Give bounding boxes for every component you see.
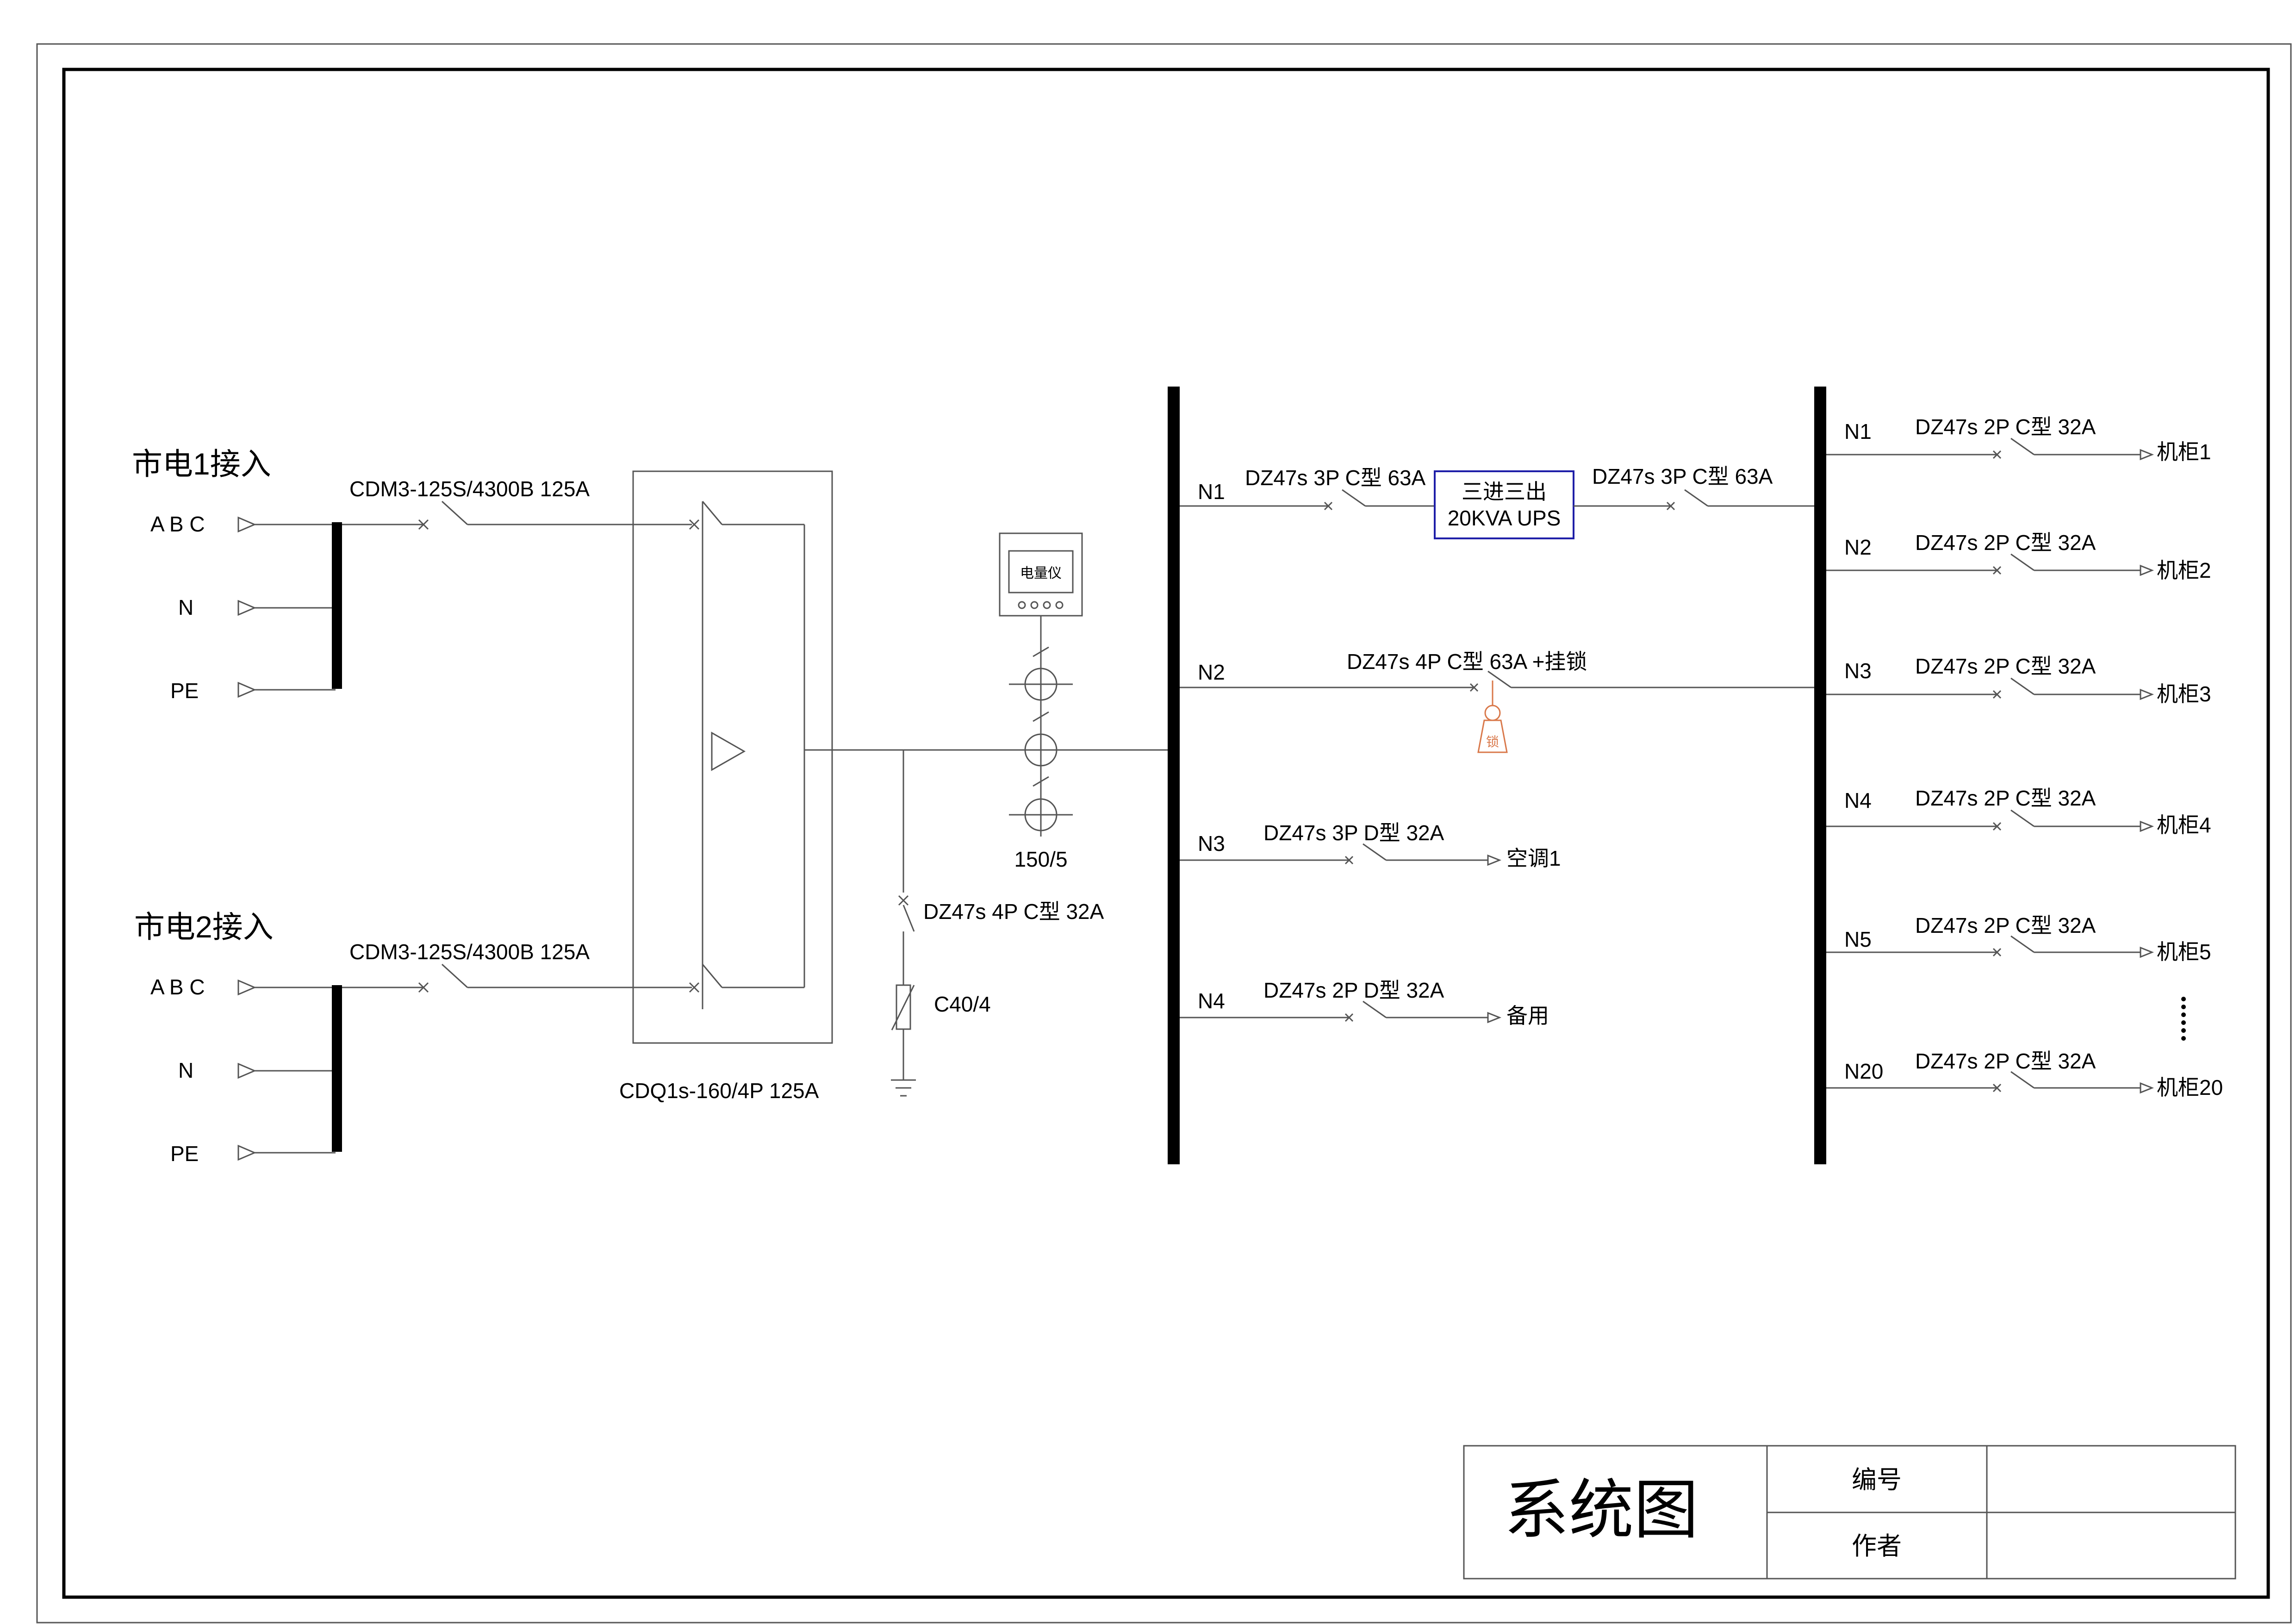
input-1-breaker-blade	[441, 500, 468, 525]
spd-breaker-label: DZ47s 4P C型 32A	[923, 899, 1104, 924]
cabinet-circuit-n1-load: 机柜1	[2157, 440, 2211, 464]
outer-frame	[36, 43, 2292, 1624]
ats-label: CDQ1s-160/4P 125A	[619, 1079, 819, 1103]
spd-branch: DZ47s 4P C型 32A C40/4	[891, 750, 1104, 1097]
input-2-title: 市电2接入	[134, 910, 274, 944]
cabinet-circuit-n2: N2 DZ47s 2P C型 32A 机柜2	[1826, 531, 2211, 582]
main-circuit-n4: N4 DZ47s 2P D型 32A 备用	[1180, 978, 1549, 1028]
cabinet-circuit-n4: N4 DZ47s 2P C型 32A 机柜4	[1826, 786, 2211, 837]
cabinet-circuit-n20-breaker: DZ47s 2P C型 32A	[1915, 1049, 2096, 1073]
cabinet-circuit-n2-id: N2	[1844, 535, 1872, 559]
ct-ratio-label: 150/5	[1014, 847, 1067, 871]
main-circuit-n3-load: 空调1	[1506, 846, 1561, 870]
cabinet-circuit-n2-load: 机柜2	[2157, 558, 2211, 582]
input-2-bus	[332, 985, 342, 1152]
padlock-label: 锁	[1486, 735, 1499, 749]
input-2-breaker-label: CDM3-125S/4300B 125A	[349, 940, 590, 964]
continuation-dots	[2181, 997, 2186, 1041]
ats-switch: CDQ1s-160/4P 125A	[619, 470, 1170, 1103]
main-circuit-n4-load: 备用	[1506, 1004, 1549, 1028]
ats-operator-triangle	[711, 731, 746, 771]
input-1-arrow-abc	[237, 516, 256, 533]
main-bus	[1168, 387, 1180, 1164]
main-circuit-n3: N3 DZ47s 3P D型 32A 空调1	[1180, 821, 1561, 870]
main-circuit-n4-id: N4	[1198, 989, 1225, 1013]
ups-out-breaker-label: DZ47s 3P C型 63A	[1592, 464, 1773, 488]
title-block: 系统图 编号 作者	[1463, 1445, 2236, 1580]
cabinet-circuit-n5: N5 DZ47s 2P C型 32A 机柜5	[1826, 913, 2211, 964]
input-1-breaker-label: CDM3-125S/4300B 125A	[349, 477, 590, 501]
cabinet-circuit-n1: N1 DZ47s 2P C型 32A 机柜1	[1826, 415, 2211, 464]
ups-unit: 三进三出 20KVA UPS DZ47s 3P C型 63A	[1434, 464, 1820, 539]
main-circuit-n3-id: N3	[1198, 831, 1225, 856]
input-1-breaker-x	[418, 519, 429, 530]
ats-frame	[632, 470, 833, 1044]
ups-line-1: 三进三出	[1462, 480, 1547, 504]
cabinet-circuit-n20-id: N20	[1844, 1059, 1883, 1083]
arrester-label: C40/4	[934, 992, 991, 1016]
ups-bus	[1814, 387, 1826, 1164]
cabinet-circuit-n5-id: N5	[1844, 927, 1872, 951]
input-2-neutral: N	[178, 1058, 193, 1082]
input-1-bus	[332, 522, 342, 689]
cabinet-circuit-n5-load: 机柜5	[2157, 940, 2211, 964]
input-1-pe: PE	[170, 679, 199, 703]
main-circuit-n2-id: N2	[1198, 660, 1225, 684]
input-1-arrow-n	[237, 600, 256, 616]
cabinet-circuit-n1-id: N1	[1844, 419, 1872, 443]
cabinet-circuit-n4-id: N4	[1844, 788, 1872, 812]
cabinet-circuit-n2-breaker: DZ47s 2P C型 32A	[1915, 531, 2096, 555]
main-circuit-n2-breaker: DZ47s 4P C型 63A +挂锁	[1347, 650, 1587, 674]
cabinet-circuit-n1-breaker: DZ47s 2P C型 32A	[1915, 415, 2096, 439]
cabinet-circuit-n3-load: 机柜3	[2157, 682, 2211, 706]
author-label: 作者	[1852, 1532, 1902, 1560]
cabinet-circuit-n4-load: 机柜4	[2157, 813, 2211, 837]
inner-frame	[62, 68, 2270, 1599]
cabinet-circuit-n3-id: N3	[1844, 659, 1872, 683]
input-2: 市电2接入 A B C N PE CDM3-125S/4300B 125A	[134, 910, 700, 1166]
drawing-title: 系统图	[1504, 1474, 1699, 1546]
ups-box	[1434, 470, 1574, 539]
cabinet-circuit-n3-breaker: DZ47s 2P C型 32A	[1915, 654, 2096, 678]
input-2-breaker-blade	[441, 963, 468, 988]
ups-line-2: 20KVA UPS	[1448, 506, 1561, 530]
cabinet-circuit-n4-breaker: DZ47s 2P C型 32A	[1915, 786, 2096, 810]
main-circuit-n1-breaker: DZ47s 3P C型 63A	[1245, 466, 1426, 490]
meter-label: 电量仪	[1020, 566, 1062, 581]
cabinet-circuit-n20-load: 机柜20	[2157, 1075, 2223, 1099]
cabinet-circuit-n20: N20 DZ47s 2P C型 32A 机柜20	[1826, 1049, 2223, 1099]
ground-icon	[891, 1079, 916, 1097]
main-circuit-n2: N2 DZ47s 4P C型 63A +挂锁 锁	[1180, 650, 1820, 753]
input-1-arrow-pe	[237, 681, 256, 698]
number-label: 编号	[1852, 1466, 1902, 1494]
main-circuit-n4-breaker: DZ47s 2P D型 32A	[1263, 978, 1444, 1002]
main-circuit-n3-breaker: DZ47s 3P D型 32A	[1263, 821, 1444, 845]
input-1-title: 市电1接入	[132, 447, 271, 481]
spd-breaker-blade	[902, 905, 915, 932]
input-2-pe: PE	[170, 1142, 199, 1166]
power-meter: 电量仪 150/5	[999, 532, 1083, 871]
cabinet-circuit-n3: N3 DZ47s 2P C型 32A 机柜3	[1826, 654, 2211, 706]
main-circuit-n1: N1 DZ47s 3P C型 63A	[1180, 466, 1435, 511]
padlock-icon: 锁	[1477, 681, 1508, 753]
input-2-phases: A B C	[150, 975, 205, 999]
main-circuit-n1-id: N1	[1198, 480, 1225, 504]
ct-b	[1024, 733, 1058, 767]
cabinet-circuit-n5-breaker: DZ47s 2P C型 32A	[1915, 913, 2096, 937]
input-1-neutral: N	[178, 595, 193, 619]
input-1: 市电1接入 A B C N PE CDM3-125S/4300B 125A	[132, 447, 700, 703]
input-1-phases: A B C	[150, 512, 205, 536]
